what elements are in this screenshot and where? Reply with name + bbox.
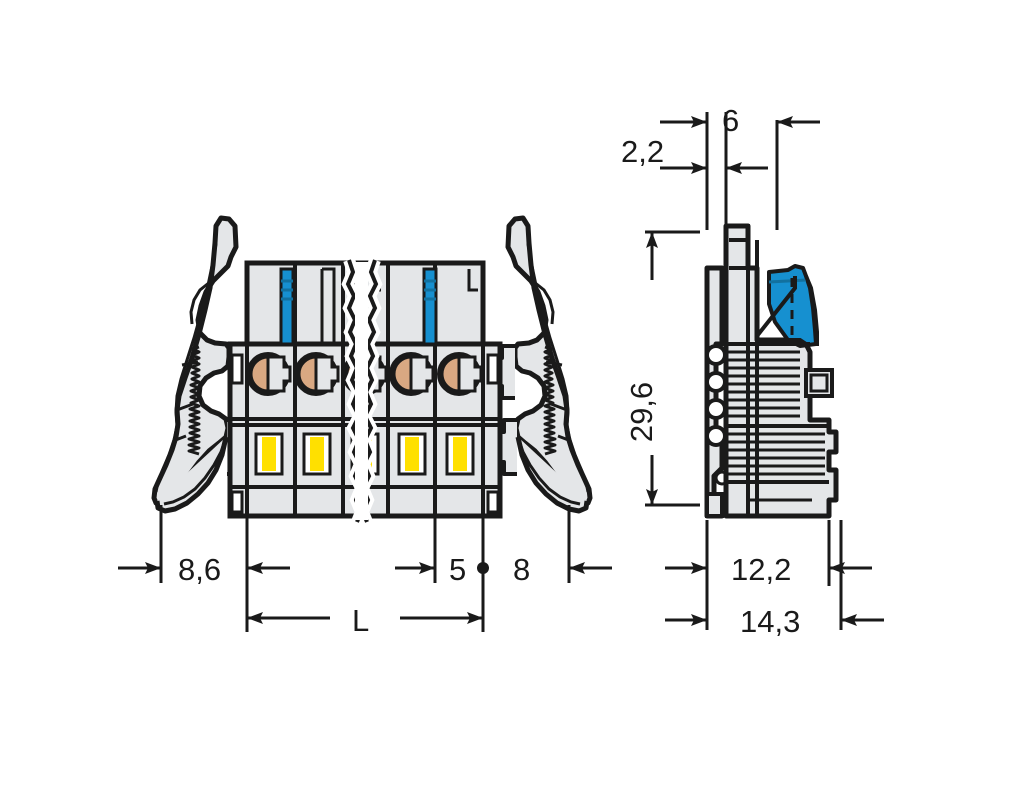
dimension-label-12-2: 12,2 <box>731 552 791 587</box>
dimension-label-8-6: 8,6 <box>178 552 221 587</box>
dimension-5: 5 <box>395 552 466 587</box>
dimension-label-5: 5 <box>449 552 466 587</box>
blue-lever-side <box>767 264 819 348</box>
blue-lever-pole-1 <box>279 267 295 346</box>
housing-ribs-upper <box>726 350 800 418</box>
dimension-12-2: 12,2 <box>665 552 872 587</box>
side-view-group: 2,2 6 29,6 12,2 14,3 <box>621 103 884 639</box>
connector-housing <box>227 258 503 525</box>
push-button <box>397 432 427 476</box>
blue-lever-pole-4 <box>422 267 438 346</box>
dimension-label-6: 6 <box>722 103 739 138</box>
dimension-6: 6 <box>660 103 820 174</box>
dimension-label-L: L <box>352 603 369 638</box>
right-lever-serration <box>543 345 557 456</box>
dimension-8-6: 8,6 <box>118 552 290 587</box>
push-button <box>302 432 332 476</box>
dimension-29-6: 29,6 <box>624 232 659 505</box>
dimension-14-3: 14,3 <box>665 604 884 639</box>
break-line <box>341 258 383 525</box>
dimension-L: L <box>247 603 483 638</box>
push-button <box>254 432 284 476</box>
dimension-2-2: 2,2 <box>621 134 707 174</box>
front-view-group: 8,6 5 8 L <box>118 215 612 638</box>
side-view-extension-lines <box>645 112 843 630</box>
push-button <box>445 432 475 476</box>
housing-ribs-lower <box>726 432 825 476</box>
dim-origin-dot <box>477 562 489 574</box>
dimension-label-29-6: 29,6 <box>624 382 659 442</box>
left-lever-serration <box>187 345 201 456</box>
entry-hole <box>389 352 435 396</box>
dimension-8: 8 <box>513 552 612 587</box>
entry-hole <box>246 352 292 396</box>
dimension-label-14-3: 14,3 <box>740 604 800 639</box>
entry-hole <box>437 352 483 396</box>
dimension-label-2-2: 2,2 <box>621 134 664 169</box>
entry-hole <box>294 352 340 396</box>
dimension-label-8: 8 <box>513 552 530 587</box>
